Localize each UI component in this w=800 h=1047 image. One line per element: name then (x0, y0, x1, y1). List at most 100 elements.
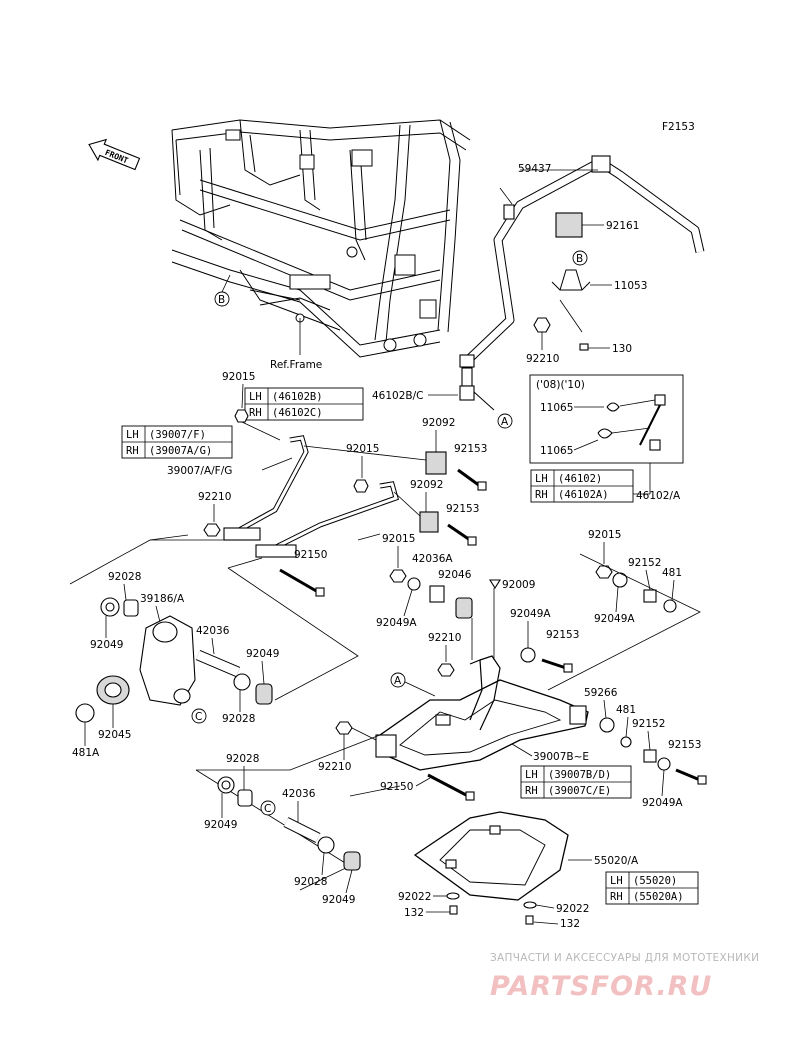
circlip-481-b (620, 736, 632, 748)
svg-text:92049: 92049 (322, 894, 355, 906)
svg-text:42036A: 42036A (412, 553, 453, 565)
svg-text:LH: LH (535, 473, 548, 485)
svg-text:92009: 92009 (502, 579, 535, 591)
nut-92210-d (335, 721, 353, 735)
svg-text:92152: 92152 (632, 718, 665, 730)
svg-text:92210: 92210 (428, 632, 461, 644)
bushing-92028-a (123, 599, 139, 617)
svg-text:55020/A: 55020/A (594, 855, 639, 867)
table-46102bc: LH (46102B) RH (46102C) (244, 387, 364, 421)
svg-text:132: 132 (560, 918, 580, 930)
svg-text:92210: 92210 (198, 491, 231, 503)
svg-text:92015: 92015 (346, 443, 379, 455)
ref-marker-c-1 (191, 708, 207, 724)
svg-text:92161: 92161 (606, 220, 639, 232)
collar-92152-a (643, 589, 657, 603)
svg-text:(39007C/E): (39007C/E) (548, 785, 611, 797)
bushing-92092-b (419, 511, 439, 533)
svg-text:11065: 11065 (540, 402, 573, 414)
svg-text:LH: LH (249, 391, 262, 403)
svg-text:LH: LH (610, 875, 623, 887)
bushing-92161 (555, 212, 583, 238)
svg-text:(39007A/G): (39007A/G) (149, 445, 212, 457)
svg-text:59266: 59266 (584, 687, 618, 699)
circlip-481-a (663, 599, 677, 613)
nut-92015-d (595, 565, 613, 579)
bolt-130 (579, 343, 589, 351)
svg-text:92028: 92028 (226, 753, 259, 765)
upper-a-arm (223, 435, 400, 558)
table-46102: LH (46102) RH (46102A) (530, 469, 634, 503)
svg-text:92210: 92210 (526, 353, 559, 365)
skid-plate-55020 (413, 811, 569, 901)
diagram-code: F2153 (662, 121, 695, 133)
bushing-92046 (455, 597, 473, 619)
svg-text:92049A: 92049A (642, 797, 683, 809)
bushing-92028-d (317, 836, 335, 854)
watermark-logo: PARTSFOR.RU (490, 971, 712, 1002)
svg-text:92028: 92028 (108, 571, 141, 583)
svg-text:C: C (264, 803, 271, 815)
watermark-text: ЗАПЧАСТИ И АКСЕССУАРЫ ДЛЯ МОТОТЕХНИКИ (490, 952, 759, 964)
svg-text:92153: 92153 (454, 443, 487, 455)
svg-text:11065: 11065 (540, 445, 573, 457)
svg-text:C: C (195, 711, 202, 723)
svg-text:92049A: 92049A (510, 608, 551, 620)
svg-text:A: A (394, 675, 402, 687)
svg-text:481: 481 (616, 704, 636, 716)
bushing-92028-c (237, 789, 253, 807)
bushing-92092-a (425, 451, 447, 475)
svg-text:92092: 92092 (422, 417, 455, 429)
nut-92015-a (234, 409, 249, 423)
svg-text:(46102B): (46102B) (272, 391, 323, 403)
svg-text:42036: 42036 (282, 788, 316, 800)
svg-text:92153: 92153 (668, 739, 701, 751)
bushing-92028-b (233, 673, 251, 691)
svg-text:92022: 92022 (398, 891, 431, 903)
ref-marker-b (214, 291, 230, 307)
collar-92152-b (643, 749, 657, 763)
svg-text:92015: 92015 (382, 533, 415, 545)
svg-text:(46102A): (46102A) (558, 489, 609, 501)
washer-92022-b (523, 901, 537, 909)
svg-text:92046: 92046 (438, 569, 472, 581)
svg-text:(39007B/D): (39007B/D) (548, 769, 611, 781)
svg-text:LH: LH (525, 769, 538, 781)
svg-text:RH: RH (535, 489, 548, 501)
svg-text:92049: 92049 (246, 648, 279, 660)
svg-text:92028: 92028 (294, 876, 327, 888)
nut-92015-c (389, 569, 407, 583)
nut-92210-a (533, 317, 551, 333)
svg-text:92210: 92210 (318, 761, 351, 773)
bolt-132-a (449, 905, 458, 915)
nut-92210-c (437, 663, 455, 677)
svg-text:92150: 92150 (294, 549, 327, 561)
svg-text:92049A: 92049A (594, 613, 635, 625)
seal-59266 (599, 717, 615, 733)
svg-text:92049A: 92049A (376, 617, 417, 629)
svg-text:RH: RH (249, 407, 262, 419)
svg-text:92153: 92153 (446, 503, 479, 515)
table-55020: LH (55020) RH (55020A) (605, 871, 699, 905)
svg-text:39007/A/F/G: 39007/A/F/G (167, 465, 232, 477)
front-arrow-icon: FRONT (88, 138, 141, 171)
svg-text:39007B~E: 39007B~E (533, 751, 589, 763)
svg-text:RH: RH (126, 445, 139, 457)
svg-text:92045: 92045 (98, 729, 131, 741)
spacer-42036a (429, 585, 445, 603)
svg-text:92049: 92049 (204, 819, 237, 831)
frame-drawing (171, 119, 471, 358)
ref-frame-label: Ref.Frame (270, 359, 322, 371)
svg-text:(55020A): (55020A) (633, 891, 684, 903)
svg-text:(39007/F): (39007/F) (149, 429, 206, 441)
svg-text:(55020): (55020) (633, 875, 677, 887)
svg-text:42036: 42036 (196, 625, 230, 637)
ref-marker-a (497, 413, 513, 429)
washer-92022-a (446, 892, 460, 900)
link-46102bc (459, 354, 495, 411)
seal-92049-b (255, 683, 273, 705)
svg-text:RH: RH (610, 891, 623, 903)
circlip-481a (75, 703, 95, 723)
svg-text:92015: 92015 (222, 371, 255, 383)
